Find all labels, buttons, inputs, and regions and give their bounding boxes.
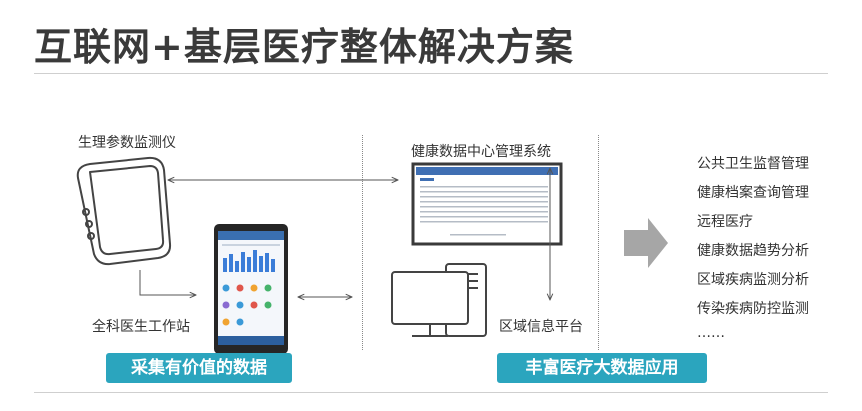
collect-tag: 采集有价值的数据 bbox=[106, 353, 292, 383]
application-item: 健康档案查询管理 bbox=[697, 185, 809, 201]
application-item: 公共卫生监督管理 bbox=[697, 156, 809, 172]
regional-platform-computer-icon bbox=[391, 263, 487, 337]
monitor-workstation-arrow bbox=[139, 270, 196, 295]
top-divider bbox=[34, 73, 828, 74]
section-divider-right bbox=[598, 135, 599, 350]
apply-tag: 丰富医疗大数据应用 bbox=[497, 353, 707, 383]
application-item: …… bbox=[697, 325, 725, 341]
application-item: 健康数据趋势分析 bbox=[697, 243, 809, 259]
bottom-divider bbox=[34, 392, 828, 393]
management-system-screen bbox=[411, 162, 563, 246]
application-list: 公共卫生监督管理 健康档案查询管理 远程医疗 健康数据趋势分析 区域疾病监测分析… bbox=[697, 150, 809, 342]
application-item: 远程医疗 bbox=[697, 214, 753, 230]
page-title: 互联网+基层医疗整体解决方案 bbox=[34, 25, 574, 69]
section-divider-left bbox=[362, 135, 363, 350]
workstation-label: 全科医生工作站 bbox=[92, 319, 190, 335]
workstation-phone-icon bbox=[214, 224, 288, 354]
regional-platform-label: 区域信息平台 bbox=[499, 319, 583, 335]
application-item: 传染疾病防控监测 bbox=[697, 301, 809, 317]
monitor-label: 生理参数监测仪 bbox=[78, 135, 176, 151]
flow-arrow-icon bbox=[624, 218, 668, 268]
application-item: 区域疾病监测分析 bbox=[697, 272, 809, 288]
connectors bbox=[139, 168, 550, 300]
monitor-device-icon bbox=[76, 156, 172, 266]
data-center-label: 健康数据中心管理系统 bbox=[411, 144, 551, 160]
